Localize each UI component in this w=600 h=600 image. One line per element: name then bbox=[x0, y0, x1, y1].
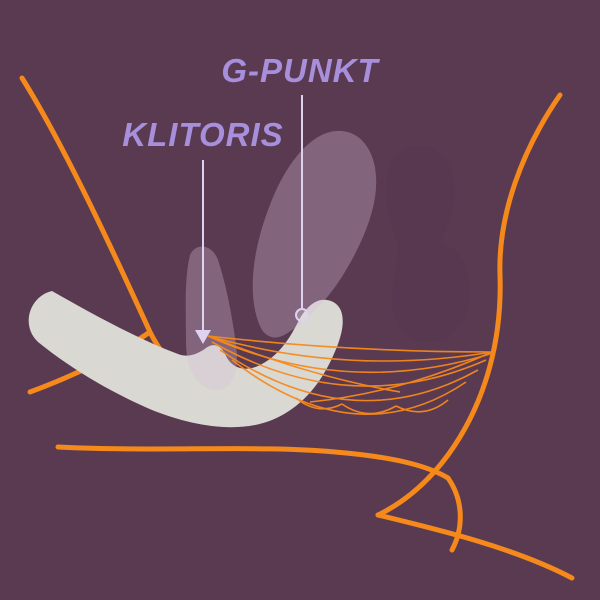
internal-anatomy bbox=[185, 130, 471, 391]
right-hip-line bbox=[375, 92, 563, 518]
g-spot-marker-dot bbox=[295, 308, 309, 322]
product-shape bbox=[28, 291, 343, 428]
buttock-crease-line bbox=[445, 475, 463, 553]
perineum-line bbox=[55, 444, 451, 481]
bottom-right-line bbox=[375, 512, 575, 581]
mesh-line bbox=[207, 335, 493, 353]
clitoris-arrowhead bbox=[195, 330, 211, 344]
mesh-scallop bbox=[341, 403, 397, 415]
uterus-shape bbox=[386, 145, 471, 343]
mesh-scallop bbox=[295, 397, 343, 410]
mesh-line bbox=[219, 349, 479, 402]
mesh-line bbox=[211, 341, 487, 387]
annotations bbox=[195, 95, 309, 344]
mesh-cross-line bbox=[207, 335, 401, 393]
vaginal-canal-shape bbox=[252, 130, 377, 338]
mesh-cross-line bbox=[309, 351, 493, 403]
mesh-scallop bbox=[395, 399, 449, 413]
clitoris-label: KLITORIS bbox=[122, 116, 283, 153]
clitoris-internal-shape bbox=[185, 246, 238, 391]
pelvic-floor-mesh bbox=[207, 335, 493, 415]
mesh-line bbox=[207, 335, 493, 362]
g-spot-label: G-PUNKT bbox=[221, 52, 380, 89]
mesh-line bbox=[231, 359, 467, 415]
